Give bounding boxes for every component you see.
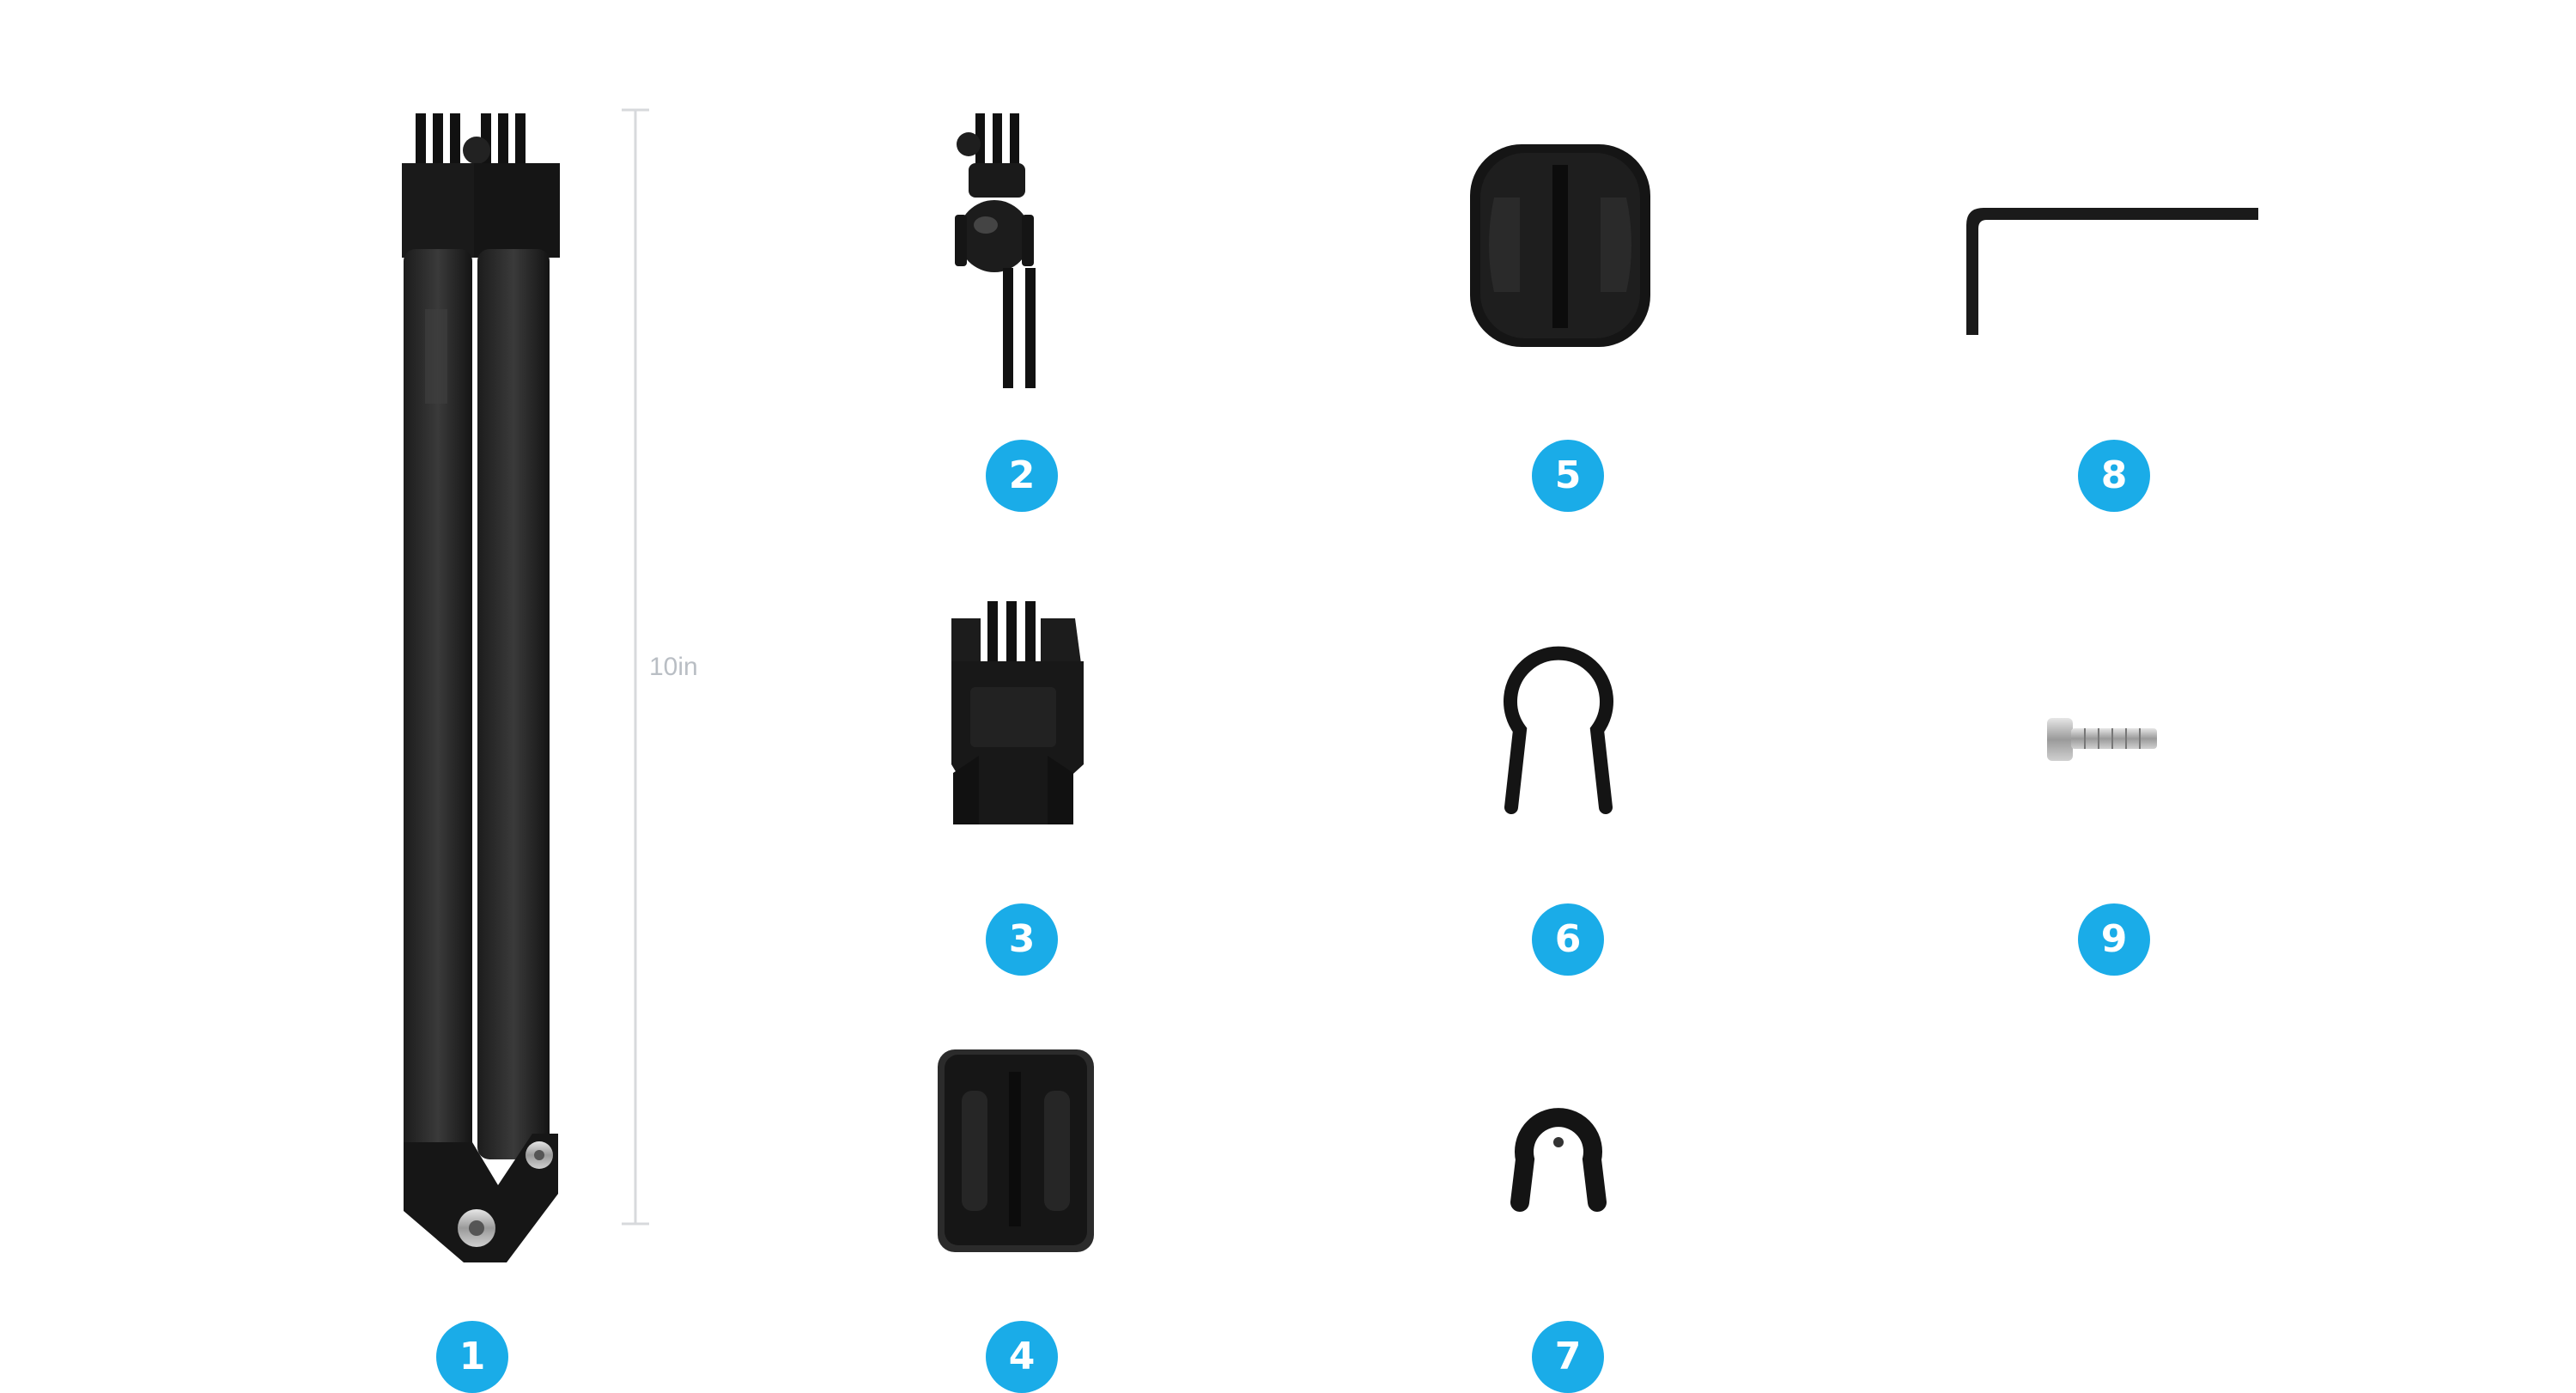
large-tube-clamp-icon [1504, 646, 1613, 814]
badge-item-2: 2 [986, 440, 1058, 512]
allen-wrench-icon [1966, 208, 2258, 335]
badge-item-5: 5 [1532, 440, 1604, 512]
dimension-line [622, 108, 649, 1226]
quick-release-buckle-icon [951, 601, 1084, 824]
badge-item-7: 7 [1532, 1321, 1604, 1393]
badge-item-9: 9 [2078, 903, 2150, 976]
dimension-label: 10in [649, 653, 698, 681]
small-tube-clamp-icon [1510, 1108, 1607, 1212]
ball-joint-buckle-icon [955, 113, 1036, 388]
badge-item-1: 1 [436, 1321, 508, 1393]
thumb-screw-icon [2047, 718, 2157, 761]
badge-item-3: 3 [986, 903, 1058, 976]
flat-adhesive-mount-icon [938, 1049, 1094, 1252]
badge-item-6: 6 [1532, 903, 1604, 976]
badge-item-8: 8 [2078, 440, 2150, 512]
extension-arm-icon [402, 113, 560, 1262]
badge-item-4: 4 [986, 1321, 1058, 1393]
curved-adhesive-mount-icon [1470, 144, 1650, 347]
